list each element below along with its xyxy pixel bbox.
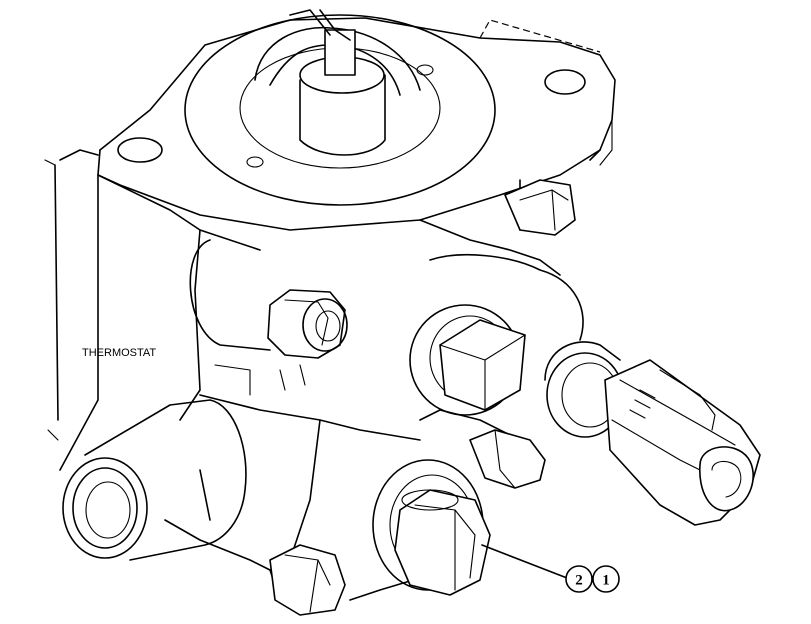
thermostat-label: THERMOSTAT [82, 347, 156, 359]
temperature-sensor-connector [544, 341, 761, 526]
central-boss [409, 254, 584, 416]
thermostat-dome [184, 9, 496, 206]
upper-hex-plug [189, 239, 348, 359]
lower-hex-plug [372, 459, 491, 596]
lower-right-fitting [419, 409, 546, 489]
callout-2: 2 [565, 565, 593, 593]
outlet-pipe [62, 399, 247, 561]
right-upper-bolt [504, 179, 576, 236]
bottom-left-bolt [269, 544, 346, 616]
callout-1: 1 [592, 565, 620, 593]
callout-leader-line [481, 544, 568, 579]
callout-1-number: 1 [602, 573, 610, 589]
callout-2-number: 2 [575, 573, 583, 589]
